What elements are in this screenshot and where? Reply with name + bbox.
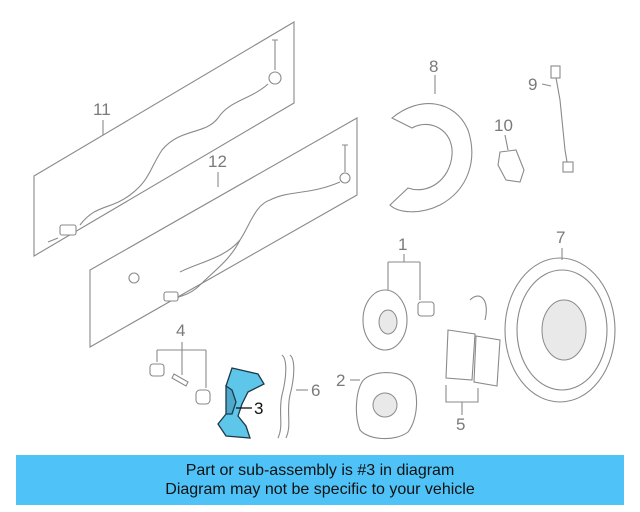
part-9-leader — [541, 83, 552, 87]
callout-4: 4 — [176, 321, 185, 340]
part-8-splash-shield: 8 — [389, 57, 473, 213]
part-5-brake-pads: 5 — [445, 295, 501, 434]
part-4-leader-bracket — [156, 342, 207, 388]
part-4-bushing — [149, 363, 165, 377]
part-11-panel-outline — [33, 21, 295, 257]
part-5-pad-left — [445, 329, 476, 381]
part-11-arrow — [47, 237, 59, 243]
banner-line-1: Part or sub-assembly is #3 in diagram — [185, 462, 455, 479]
part-12-panel-outline — [89, 117, 358, 348]
part-1-hub: 1 — [362, 235, 435, 351]
callout-1: 1 — [398, 235, 407, 254]
callout-11: 11 — [93, 100, 111, 119]
part-2-piston — [372, 392, 398, 418]
parts-diagram: 11 12 8 9 10 1 — [33, 21, 616, 440]
part-3-bracket-web — [225, 384, 237, 415]
part-5-leader-bracket — [445, 385, 479, 415]
part-6-clip-body — [277, 354, 295, 439]
part-11-sensor-pin — [272, 39, 278, 70]
callout-8: 8 — [429, 57, 438, 76]
part-12-sensor-harness: 12 — [89, 117, 358, 348]
part-7-rotor: 7 — [504, 228, 616, 403]
callout-6: 6 — [311, 381, 320, 400]
part-9-wear-sensor: 9 — [528, 65, 574, 173]
part-11-cable — [79, 83, 269, 226]
part-12-grommet — [128, 272, 140, 284]
part-9-connector — [550, 65, 561, 79]
part-9-wire — [554, 71, 569, 169]
part-5-wear-wire — [469, 295, 487, 321]
callout-12: 12 — [208, 152, 227, 171]
banner-line-2: Diagram may not be specific to your vehi… — [165, 481, 475, 498]
callout-3: 3 — [254, 399, 263, 418]
callout-9: 9 — [528, 75, 537, 94]
part-4-boot — [195, 389, 211, 405]
part-8-shield-body — [389, 103, 473, 213]
part-2-caliper: 2 — [336, 371, 418, 440]
part-1-bolt — [417, 301, 435, 317]
part-info-banner: Part or sub-assembly is #3 in diagram Di… — [16, 455, 624, 505]
part-7-rotor-hat — [541, 299, 587, 361]
callout-7: 7 — [556, 228, 565, 247]
callout-5: 5 — [456, 415, 465, 434]
part-1-hub-center — [378, 309, 398, 335]
part-9-sensor-tip — [562, 161, 574, 173]
part-11-connector — [59, 224, 77, 236]
part-10-sensor: 10 — [494, 116, 525, 183]
part-11-sensor-head — [268, 71, 282, 85]
callout-10: 10 — [494, 116, 513, 135]
part-11-sensor-harness: 11 — [33, 21, 295, 257]
part-12-connector — [163, 291, 179, 302]
part-12-cable — [179, 181, 341, 273]
part-10-body — [497, 149, 525, 183]
part-3-caliper-bracket: 3 — [217, 367, 265, 439]
part-10-leader — [504, 134, 509, 151]
part-12-cable-branch — [169, 239, 241, 301]
part-12-sensor-pin — [342, 144, 348, 172]
part-4-pin — [171, 373, 189, 387]
part-5-pad-right — [473, 335, 501, 387]
callout-2: 2 — [336, 371, 345, 390]
part-4-guide-pins: 4 — [149, 321, 211, 405]
part-6-clip: 6 — [277, 354, 320, 439]
part-12-sensor-head — [339, 172, 351, 184]
